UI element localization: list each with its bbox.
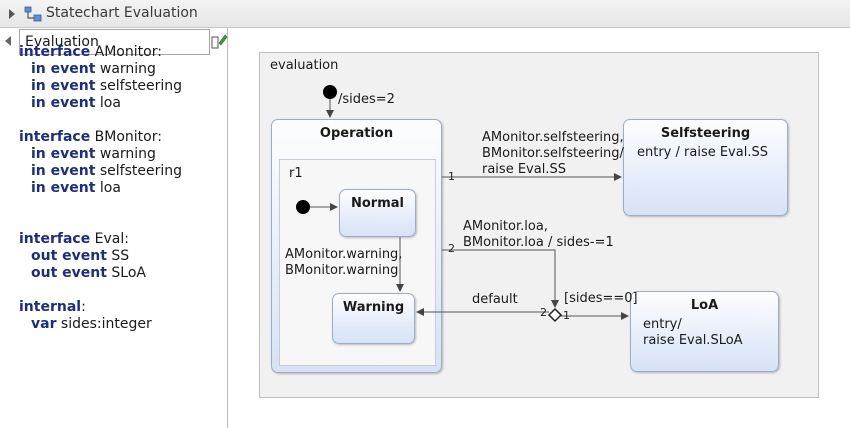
statechart-icon (24, 6, 42, 22)
initial-pseudostate-top (323, 85, 337, 99)
state-selfsteering-behavior: entry / raise Eval.SS (637, 145, 768, 160)
definition-text: Eval: (90, 231, 129, 247)
choice-pseudostate (547, 307, 563, 323)
definition-line: in event loa (19, 95, 182, 112)
region-label: evaluation (270, 58, 339, 73)
definition-line: out event SS (19, 248, 182, 265)
state-warning[interactable]: Warning (332, 293, 415, 344)
definition-keyword: interface (19, 44, 91, 60)
definition-line: interface BMonitor: (19, 129, 182, 146)
edge-operation-to-choice (442, 249, 559, 308)
state-normal-name: Normal (351, 196, 404, 211)
transition-label-normal-to-warning[interactable]: AMonitor.warning, BMonitor.warning (285, 247, 403, 278)
editor-title[interactable]: Statechart Evaluation (46, 5, 198, 21)
statechart-name-field[interactable] (19, 29, 210, 55)
priority-default: 2 (540, 306, 547, 319)
definition-text: : (81, 299, 86, 315)
definition-text: SS (106, 248, 130, 264)
state-selfsteering[interactable]: Selfsteering entry / raise Eval.SS (623, 119, 788, 216)
definition-line: in event warning (19, 61, 182, 78)
definition-text: selfsteering (95, 163, 183, 179)
definition-keyword: in event (31, 61, 96, 77)
definition-line: out event SLoA (19, 265, 182, 282)
definition-keyword: in event (31, 78, 96, 94)
editor-tab-bar: Statechart Evaluation (0, 0, 850, 28)
definition-keyword: interface (19, 231, 91, 247)
definition-keyword: interface (19, 129, 91, 145)
initial-transition-label[interactable]: /sides=2 (338, 92, 395, 107)
definition-line: interface Eval: (19, 231, 182, 248)
definition-line: in event warning (19, 146, 182, 163)
state-normal[interactable]: Normal (339, 189, 416, 237)
region-r1-label: r1 (289, 166, 303, 181)
transition-label-guard[interactable]: [sides==0] (564, 291, 638, 306)
definition-keyword: out event (31, 248, 107, 264)
initial-pseudostate-r1 (296, 200, 310, 214)
transition-label-default[interactable]: default (472, 292, 518, 307)
definition-keyword: internal (19, 299, 82, 315)
definition-line: in event selfsteering (19, 78, 182, 95)
definition-text: BMonitor: (90, 129, 162, 145)
definition-text: warning (95, 61, 156, 77)
definition-text: loa (95, 180, 121, 196)
definition-line: in event loa (19, 180, 182, 197)
transition-label-to-selfsteering[interactable]: AMonitor.selfsteering, BMonitor.selfstee… (482, 130, 624, 177)
edit-icon[interactable] (210, 32, 228, 50)
definition-keyword: out event (31, 265, 107, 281)
definition-line: interface AMonitor: (19, 44, 182, 61)
definition-text: loa (95, 95, 121, 111)
state-loa-name: LoA (690, 298, 719, 313)
state-loa-behavior: entry/ raise Eval.SLoA (643, 317, 743, 348)
definition-text: SLoA (106, 265, 146, 281)
definition-text: AMonitor: (90, 44, 162, 60)
state-operation-name: Operation (319, 126, 394, 141)
priority-to-choice: 2 (448, 242, 455, 255)
priority-guard: 1 (563, 309, 570, 322)
definition-line: var sides:integer (19, 316, 182, 333)
definition-text: selfsteering (95, 78, 183, 94)
priority-to-selfsteering: 1 (448, 170, 455, 183)
definition-line: in event selfsteering (19, 163, 182, 180)
triangle-right-icon[interactable] (9, 9, 15, 19)
definition-text: warning (95, 146, 156, 162)
state-loa[interactable]: LoA entry/ raise Eval.SLoA (630, 291, 779, 372)
definition-keyword: var (31, 316, 57, 332)
definition-keyword: in event (31, 95, 96, 111)
state-selfsteering-name: Selfsteering (660, 126, 751, 141)
transition-label-to-choice[interactable]: AMonitor.loa, BMonitor.loa / sides-=1 (463, 219, 614, 250)
definition-keyword: in event (31, 163, 96, 179)
definition-text: sides:integer (56, 316, 152, 332)
definition-panel (0, 28, 228, 428)
triangle-left-icon[interactable] (5, 36, 11, 46)
definition-keyword: in event (31, 180, 96, 196)
state-warning-name: Warning (342, 300, 405, 315)
definition-keyword: in event (31, 146, 96, 162)
definition-line: internal: (19, 299, 182, 316)
